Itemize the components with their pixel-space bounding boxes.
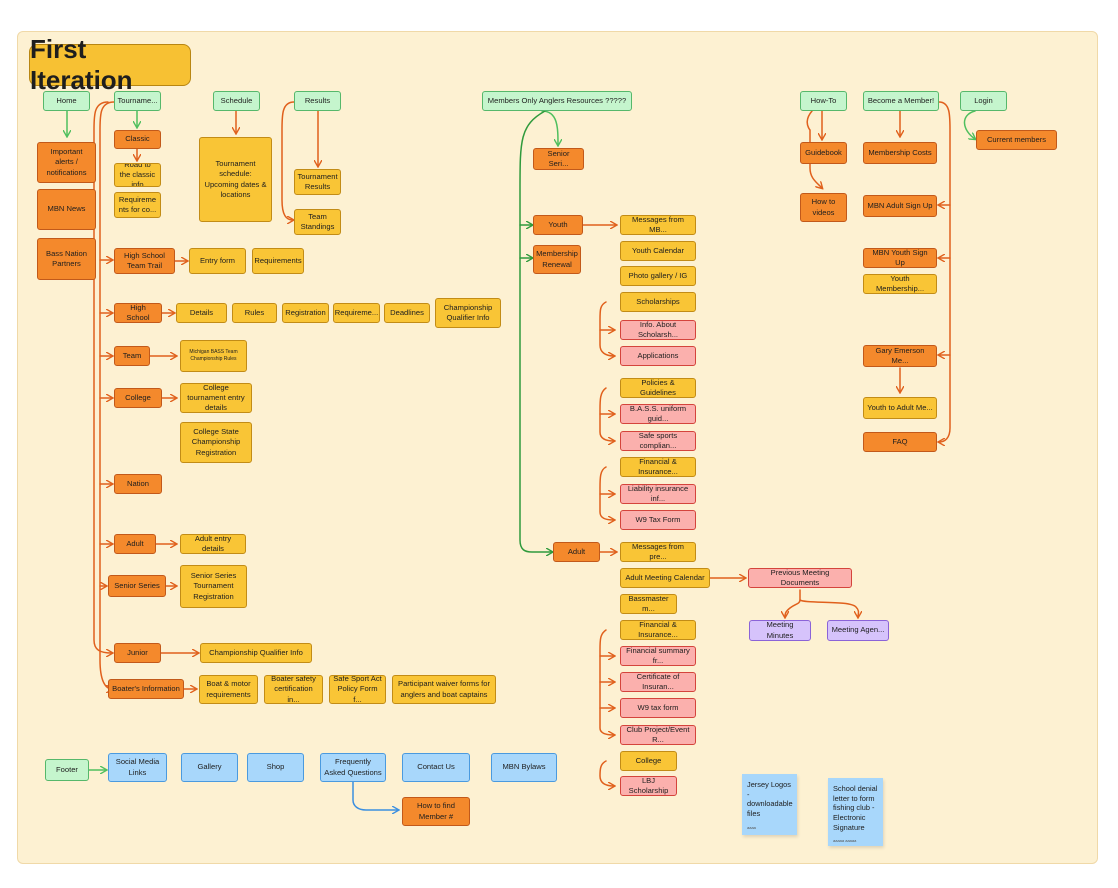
youth-photo-gallery[interactable]: Photo gallery / IG (620, 266, 696, 286)
bass-uniform-guide[interactable]: B.A.S.S. uniform guid... (620, 404, 696, 424)
hs-requirements[interactable]: Requireme... (333, 303, 380, 323)
previous-meeting-documents[interactable]: Previous Meeting Documents (748, 568, 852, 588)
youth-messages[interactable]: Messages from MB... (620, 215, 696, 235)
howto-videos[interactable]: How to videos (800, 193, 847, 222)
scholarship-applications[interactable]: Applications (620, 346, 696, 366)
member-faq[interactable]: FAQ (863, 432, 937, 452)
nav-home[interactable]: Home (43, 91, 90, 111)
home-alerts[interactable]: Important alerts / notifications (37, 142, 96, 183)
adult-messages[interactable]: Messages from pre... (620, 542, 696, 562)
policies-guidelines[interactable]: Policies & Guidelines (620, 378, 696, 398)
youth-membership[interactable]: Youth Membership... (863, 274, 937, 294)
youth-w9-tax-form[interactable]: W9 Tax Form (620, 510, 696, 530)
hs-deadlines[interactable]: Deadlines (384, 303, 430, 323)
boat-motor-requirements[interactable]: Boat & motor requirements (199, 675, 258, 704)
meeting-agenda[interactable]: Meeting Agen... (827, 620, 889, 641)
youth-to-adult-membership[interactable]: Youth to Adult Me... (863, 397, 937, 419)
nav-schedule[interactable]: Schedule (213, 91, 260, 111)
sticky-note-school-text: School denial letter to form fishing clu… (833, 784, 878, 832)
hs-trail-requirements[interactable]: Requirements (252, 248, 304, 274)
adult-entry-details[interactable]: Adult entry details (180, 534, 246, 554)
nav-become-member[interactable]: Become a Member! (863, 91, 939, 111)
youth-calendar[interactable]: Youth Calendar (620, 241, 696, 261)
sticky-note-jersey-text: Jersey Logos - downloadable files (747, 780, 793, 818)
adult-w9-tax-form[interactable]: W9 tax form (620, 698, 696, 718)
boater-safety-certification[interactable]: Boater safety certification in... (264, 675, 323, 704)
tournament-high-school[interactable]: High School (114, 303, 162, 323)
members-adult[interactable]: Adult (553, 542, 600, 562)
hs-rules[interactable]: Rules (232, 303, 277, 323)
junior-championship-qualifier[interactable]: Championship Qualifier Info (200, 643, 312, 663)
team-championship-rules[interactable]: Michigan BASS Team Championship Rules (180, 340, 247, 372)
liability-insurance[interactable]: Liability insurance inf... (620, 484, 696, 504)
nav-login[interactable]: Login (960, 91, 1007, 111)
nav-results[interactable]: Results (294, 91, 341, 111)
members-senior-series[interactable]: Senior Seri... (533, 148, 584, 170)
hs-registration[interactable]: Registration (282, 303, 329, 323)
members-renewal[interactable]: Membership Renewal (533, 245, 581, 274)
how-to-find-member-number[interactable]: How to find Member # (402, 797, 470, 826)
tournament-junior[interactable]: Junior (114, 643, 161, 663)
classic-road[interactable]: Road to the classic info (114, 163, 161, 187)
mbn-adult-signup[interactable]: MBN Adult Sign Up (863, 195, 937, 217)
sticky-note-school-denial[interactable]: School denial letter to form fishing clu… (828, 778, 883, 846)
scholarship-info[interactable]: Info. About Scholarsh... (620, 320, 696, 340)
tournament-nation[interactable]: Nation (114, 474, 162, 494)
footer-faq[interactable]: Frequently Asked Questions (320, 753, 386, 782)
tournament-senior-series[interactable]: Senior Series (108, 575, 166, 597)
footer-bylaws[interactable]: MBN Bylaws (491, 753, 557, 782)
tournament-adult[interactable]: Adult (114, 534, 156, 554)
sticky-note-jersey-author: aaaa (747, 824, 756, 830)
classic-requirements[interactable]: Requireme nts for co... (114, 192, 161, 218)
safe-sport-policy-form[interactable]: Safe Sport Act Policy Form f... (329, 675, 386, 704)
hs-trail-entry-form[interactable]: Entry form (189, 248, 246, 274)
footer-gallery[interactable]: Gallery (181, 753, 238, 782)
footer-node[interactable]: Footer (45, 759, 89, 781)
team-standings[interactable]: Team Standings (294, 209, 341, 235)
lbj-scholarship[interactable]: LBJ Scholarship (620, 776, 677, 796)
adult-meeting-calendar[interactable]: Adult Meeting Calendar (620, 568, 710, 588)
home-partners[interactable]: Bass Nation Partners (37, 238, 96, 280)
nav-tournaments[interactable]: Tourname... (114, 91, 161, 111)
bassmaster-magazine[interactable]: Bassmaster m... (620, 594, 677, 614)
tournament-college[interactable]: College (114, 388, 162, 408)
sticky-note-jersey-logos[interactable]: Jersey Logos - downloadable files aaaa (742, 774, 797, 835)
members-college[interactable]: College (620, 751, 677, 771)
footer-contact-us[interactable]: Contact Us (402, 753, 470, 782)
tournament-classic[interactable]: Classic (114, 130, 161, 149)
home-news[interactable]: MBN News (37, 189, 96, 230)
youth-financial-insurance[interactable]: Financial & Insurance... (620, 457, 696, 477)
adult-financial-insurance[interactable]: Financial & Insurance... (620, 620, 696, 640)
mbn-youth-signup[interactable]: MBN Youth Sign Up (863, 248, 937, 268)
tournament-boaters-info[interactable]: Boater's Information (108, 679, 184, 699)
club-project-event[interactable]: Club Project/Event R... (620, 725, 696, 745)
footer-shop[interactable]: Shop (247, 753, 304, 782)
participant-waiver-forms[interactable]: Participant waiver forms for anglers and… (392, 675, 496, 704)
current-members[interactable]: Current members (976, 130, 1057, 150)
college-entry-details[interactable]: College tournament entry details (180, 383, 252, 413)
gary-emerson-membership[interactable]: Gary Emerson Me... (863, 345, 937, 367)
certificate-of-insurance[interactable]: Certificate of Insuran... (620, 672, 696, 692)
financial-summary[interactable]: Financial summary fr... (620, 646, 696, 666)
hs-details[interactable]: Details (176, 303, 227, 323)
senior-series-registration[interactable]: Senior Series Tournament Registration (180, 565, 247, 608)
safe-sports-compliance[interactable]: Safe sports complian... (620, 431, 696, 451)
nav-members-resources[interactable]: Members Only Anglers Resources ????? (482, 91, 632, 111)
meeting-minutes[interactable]: Meeting Minutes (749, 620, 811, 641)
footer-social-media[interactable]: Social Media Links (108, 753, 167, 782)
tournament-results[interactable]: Tournament Results (294, 169, 341, 195)
hs-championship-qualifier[interactable]: Championship Qualifier Info (435, 298, 501, 328)
tournament-hs-team-trail[interactable]: High School Team Trail (114, 248, 175, 274)
howto-guidebook[interactable]: Guidebook (800, 142, 847, 164)
sticky-note-school-author: aaaaa aaaaa (833, 838, 857, 844)
membership-costs[interactable]: Membership Costs (863, 142, 937, 164)
tournament-schedule[interactable]: Tournament schedule: Upcoming dates & lo… (199, 137, 272, 222)
youth-scholarships[interactable]: Scholarships (620, 292, 696, 312)
college-state-registration[interactable]: College State Championship Registration (180, 422, 252, 463)
members-youth[interactable]: Youth (533, 215, 583, 235)
nav-how-to[interactable]: How-To (800, 91, 847, 111)
tournament-team[interactable]: Team (114, 346, 150, 366)
